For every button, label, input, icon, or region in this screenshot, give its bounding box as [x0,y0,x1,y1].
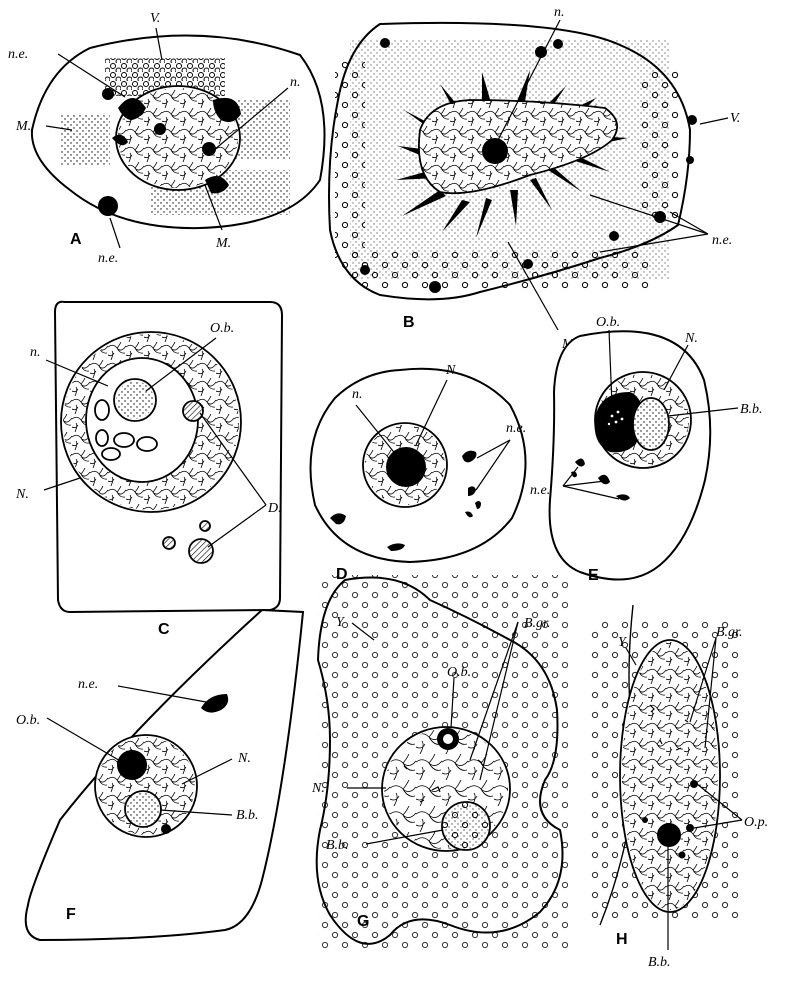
label-e-bb: B.b. [740,402,763,417]
label-a-m2: M. [215,236,231,251]
label-h-bb: B.b. [648,955,671,970]
label-h-op: O.p. [744,815,768,830]
label-a-m1: M. [15,119,31,134]
label-c-N: N. [15,487,29,502]
label-c-d: D. [267,501,282,516]
label-f-N: N. [237,751,251,766]
label-a-n: n. [290,75,301,90]
label-d-N: N. [445,363,459,378]
label-g-bgr: B.gr. [524,616,550,631]
label-a-ne2: n.e. [98,251,118,266]
label-c-ob: O.b. [210,321,234,336]
panel-f [26,610,303,940]
label-e-ne: n.e. [530,483,550,498]
label-e-ob: O.b. [596,315,620,330]
label-g-ob: O.b. [447,665,471,680]
label-d-ne: n.e. [506,421,526,436]
label-f-ob: O.b. [16,713,40,728]
panel-letter-c: C [158,621,170,638]
label-d-n: n. [352,387,363,402]
panel-letter-e: E [588,567,599,584]
label-f-bb: B.b. [236,808,259,823]
panel-b [329,20,728,330]
panel-d [311,369,526,562]
label-c-n: n. [30,345,41,360]
panel-g [317,575,568,950]
label-g-bb: B.b. [326,838,349,853]
label-h-bgr: B.gr. [716,625,742,640]
panel-c [44,302,282,612]
panel-letter-b: B [403,314,415,331]
panel-a [32,28,325,248]
label-b-n: n. [554,5,565,20]
label-f-ne: n.e. [78,677,98,692]
label-g-N: N. [311,781,325,796]
panel-e [550,330,738,580]
label-b-v: V. [730,111,740,126]
label-a-v: V. [150,11,160,26]
panel-h [590,605,742,950]
panel-letter-h: H [616,931,628,948]
panel-letter-g: G [357,913,369,930]
label-b-ne: n.e. [712,233,732,248]
panel-letter-f: F [66,906,76,923]
label-a-ne: n.e. [8,47,28,62]
label-e-N: N. [684,331,698,346]
panel-letter-a: A [70,231,82,248]
